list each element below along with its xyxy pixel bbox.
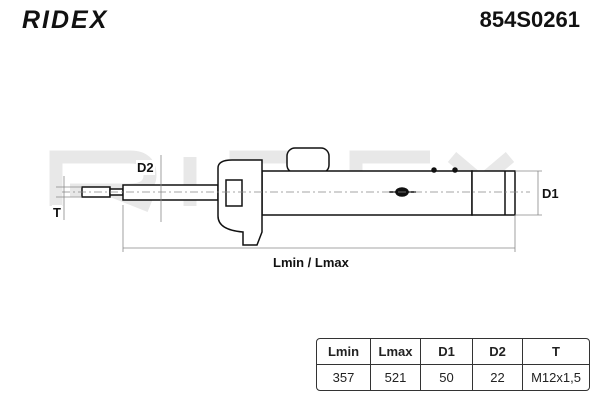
- value-lmin: 357: [317, 365, 371, 390]
- body-tube: [261, 170, 473, 216]
- top-bracket: [286, 147, 330, 174]
- value-t: M12x1,5: [531, 370, 581, 385]
- value-d2: 22: [473, 365, 523, 390]
- brand-logo: RIDEX: [22, 6, 109, 34]
- part-number: 854S0261: [479, 7, 580, 32]
- spec-table: Lmin Lmax D1 D2 T 357 521 50 22 M12x1,5: [316, 338, 590, 391]
- t-label: T: [52, 205, 62, 220]
- header-t: T: [523, 339, 589, 365]
- header-d1: D1: [421, 339, 473, 365]
- length-label: Lmin / Lmax: [272, 255, 350, 270]
- piston-rod: [122, 184, 219, 201]
- header-d2: D2: [473, 339, 523, 365]
- d1-label: D1: [541, 186, 560, 201]
- d2-label: D2: [136, 160, 155, 175]
- bottom-cup: [471, 170, 516, 216]
- value-d1: 50: [421, 365, 473, 390]
- value-lmax: 521: [371, 365, 421, 390]
- header-lmax: Lmax: [371, 339, 421, 365]
- header-lmin: Lmin: [317, 339, 371, 365]
